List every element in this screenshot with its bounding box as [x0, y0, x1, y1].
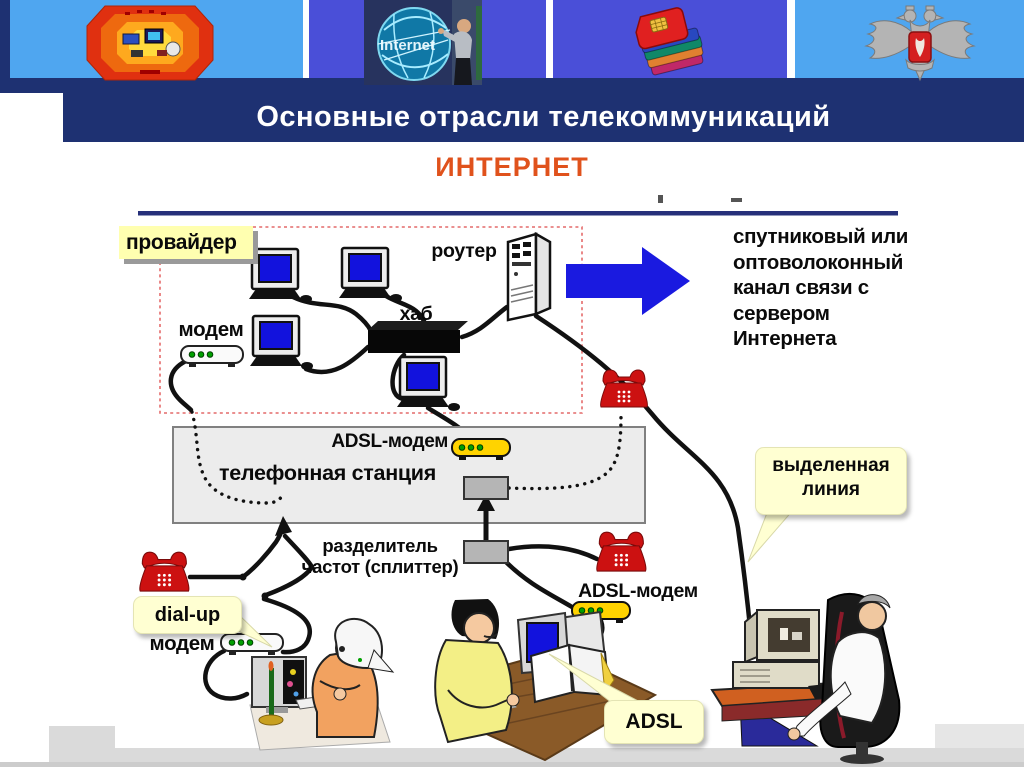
- hub-icon: [368, 321, 468, 353]
- channel-note-line: канал связи с: [733, 276, 869, 299]
- channel-note-line: оптоволоконный: [733, 250, 904, 274]
- adsl-callout: ADSL: [604, 700, 704, 744]
- provider-modem-label: модем: [178, 318, 244, 341]
- telephone-icon: [596, 531, 647, 572]
- dedicated-line-callout-line: линия: [802, 479, 860, 500]
- provider-pc-icon: [337, 246, 404, 304]
- splitter-box: [463, 540, 509, 564]
- splitter-label-line: разделитель: [322, 535, 438, 556]
- dotted-phone-lines: [190, 410, 623, 505]
- provider-lan-dashed-box: [159, 226, 583, 414]
- station-switch-box: [463, 476, 509, 500]
- user-adsl-modem-label: ADSL-модем: [578, 580, 698, 602]
- provider-pc-icon: [248, 314, 315, 372]
- adsl-user-figure: [434, 599, 658, 762]
- footer-bottom-strip: [0, 762, 1024, 767]
- provider-modem-icon: [180, 345, 244, 368]
- router-server-icon: [506, 231, 552, 322]
- left-edge-bar: [0, 0, 10, 93]
- dedicated-line-callout: выделенная линия: [755, 447, 907, 515]
- slide-subtitle: ИНТЕРНЕТ: [435, 152, 589, 182]
- internet-watermark-text: Internet: [380, 37, 435, 54]
- router-label: роутер: [431, 240, 497, 262]
- provider-pc-icon: [395, 355, 462, 413]
- splitter-label-line: частот (сплиттер): [301, 556, 459, 577]
- diagram-top-rule: [138, 211, 898, 216]
- dialup-modem-label: модем: [149, 632, 215, 655]
- coat-of-arms-eagle-icon: [864, 5, 976, 82]
- internet-channel-arrow-icon: [566, 247, 690, 315]
- dedicated-line-callout-line: выделенная: [772, 455, 890, 476]
- footer-block-right: [935, 724, 1024, 750]
- dialup-callout: dial-up: [133, 596, 242, 634]
- hub-label: хаб: [399, 303, 433, 325]
- channel-note-line: спутниковый или: [733, 225, 909, 248]
- provider-label: провайдер: [119, 226, 253, 259]
- slide-title: Основные отрасли телекоммуникаций: [63, 92, 1024, 142]
- splitter-label: разделитель частот (сплиттер): [300, 535, 460, 577]
- dialup-user-figure: [249, 617, 395, 751]
- telephone-station-label: телефонная станция: [219, 461, 436, 485]
- dedicated-line-user-figure: [710, 592, 901, 764]
- telephone-station-box: [172, 426, 646, 524]
- channel-note-line: Интернета: [733, 327, 837, 350]
- internet-globe-photo: Internet: [364, 0, 482, 85]
- provider-pc-icon: [247, 247, 314, 305]
- internet-channel-note: спутниковый или оптоволоконный канал свя…: [733, 224, 933, 352]
- telephone-icon: [600, 369, 648, 408]
- telecom-octagon-logo-icon: [86, 5, 214, 81]
- station-adsl-modem-label: ADSL-модем: [331, 431, 448, 452]
- sim-card-stack-icon: [635, 7, 704, 76]
- channel-note-line: сервером: [733, 301, 830, 325]
- header-top-strip: [0, 78, 1024, 93]
- telephone-icon: [139, 551, 190, 592]
- station-adsl-modem-icon: [451, 438, 511, 461]
